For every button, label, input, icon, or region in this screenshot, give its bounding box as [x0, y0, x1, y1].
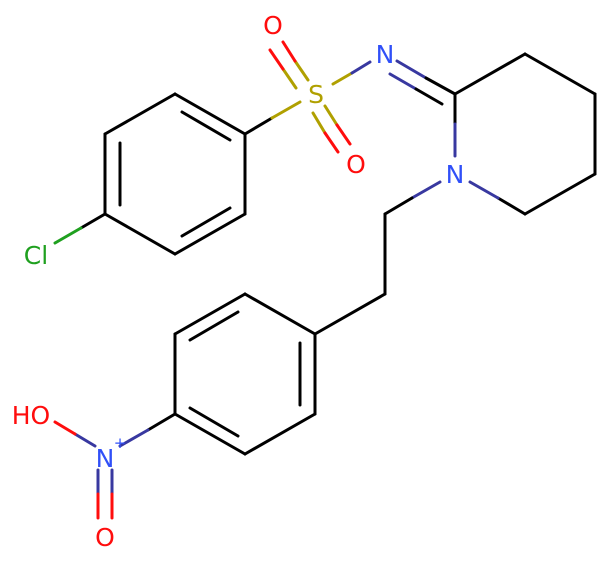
imine-nitrogen-atom: N: [376, 40, 395, 69]
bond: [53, 226, 83, 245]
bond: [323, 131, 340, 154]
nitro-nitrogen-atom: N: [96, 444, 115, 473]
oxygen-atom-bottom: O: [346, 150, 366, 179]
bond: [388, 72, 418, 91]
bond: [79, 212, 107, 230]
bond: [173, 412, 247, 456]
bond: [118, 428, 150, 448]
bond: [311, 111, 327, 135]
bond: [335, 123, 352, 146]
bond: [496, 196, 527, 216]
bond: [383, 196, 414, 216]
bond: [350, 60, 372, 75]
bond: [523, 172, 597, 216]
bond: [268, 48, 285, 71]
bond: [146, 412, 177, 432]
bond: [468, 180, 500, 200]
bond: [293, 59, 310, 82]
bond: [243, 292, 317, 336]
bond: [180, 110, 232, 142]
nitro-oxygen-atom: O: [95, 523, 115, 552]
bond: [331, 71, 354, 86]
bond: [73, 432, 97, 448]
bond: [103, 212, 177, 256]
bond: [173, 292, 247, 336]
bond: [414, 87, 444, 106]
bond: [424, 76, 457, 96]
nitro-positive-charge: +: [114, 434, 127, 452]
bond: [173, 92, 247, 136]
atom-labels: Cl S O O N N N + HO O: [12, 11, 465, 552]
bond: [188, 406, 240, 438]
ring-nitrogen-atom: N: [446, 160, 465, 189]
bond: [53, 420, 77, 436]
oxygen-atom-top: O: [263, 11, 283, 40]
bond: [395, 59, 428, 80]
hydroxyl-group: HO: [12, 401, 50, 430]
bond: [523, 52, 597, 96]
sulfur-atom: S: [308, 80, 324, 109]
bond: [410, 180, 442, 200]
chlorine-atom: Cl: [24, 241, 48, 270]
bond: [243, 412, 317, 456]
bond: [103, 92, 177, 136]
bonds: [53, 40, 597, 520]
bond: [281, 40, 297, 63]
bond: [323, 104, 339, 127]
bond: [453, 52, 527, 96]
bond: [180, 206, 232, 238]
bond: [243, 116, 274, 136]
bond: [270, 100, 302, 120]
bond: [188, 310, 240, 342]
bond: [313, 292, 387, 336]
bond: [281, 67, 298, 90]
bond: [173, 212, 247, 256]
